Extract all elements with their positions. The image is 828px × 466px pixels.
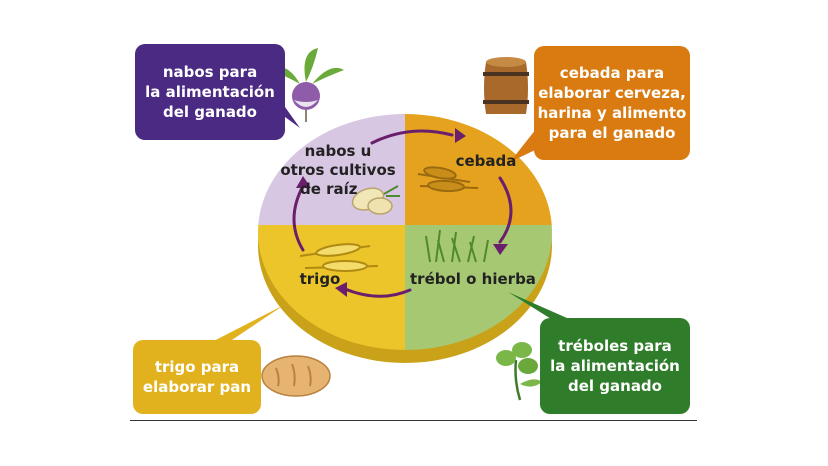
clover-icon [496, 342, 542, 401]
callout-cebada: cebada para elaborar cerveza, harina y a… [534, 46, 690, 160]
wheat-icon [299, 243, 379, 272]
callout-pointer-trigo [200, 305, 284, 348]
callout-pointer-treboles [508, 292, 576, 322]
callout-nabos: nabos para la alimentación del ganado [135, 44, 285, 140]
root-vegetable-icon [351, 185, 400, 215]
callout-trigo: trigo para elaborar pan [133, 340, 261, 414]
arrow-trigo-to-nabos [292, 184, 305, 252]
section-label-cebada: cebada [455, 152, 517, 170]
bread-icon [261, 355, 331, 397]
barrel-icon [483, 57, 529, 114]
arrow-cebada-to-trebol [498, 176, 513, 244]
callout-treboles: tréboles para la alimentación del ganado [540, 318, 690, 414]
baseline-rule [130, 420, 697, 421]
grass-icon [425, 229, 489, 263]
arrow-nabos-to-cebada [370, 129, 454, 145]
wheat-icon [417, 166, 479, 193]
section-label-trigo: trigo [299, 270, 341, 288]
section-label-trebol: trébol o hierba [410, 270, 536, 288]
arrow-trebol-to-trigo [343, 287, 412, 298]
section-label-nabos: nabos u otros cultivos de raíz [280, 142, 396, 198]
